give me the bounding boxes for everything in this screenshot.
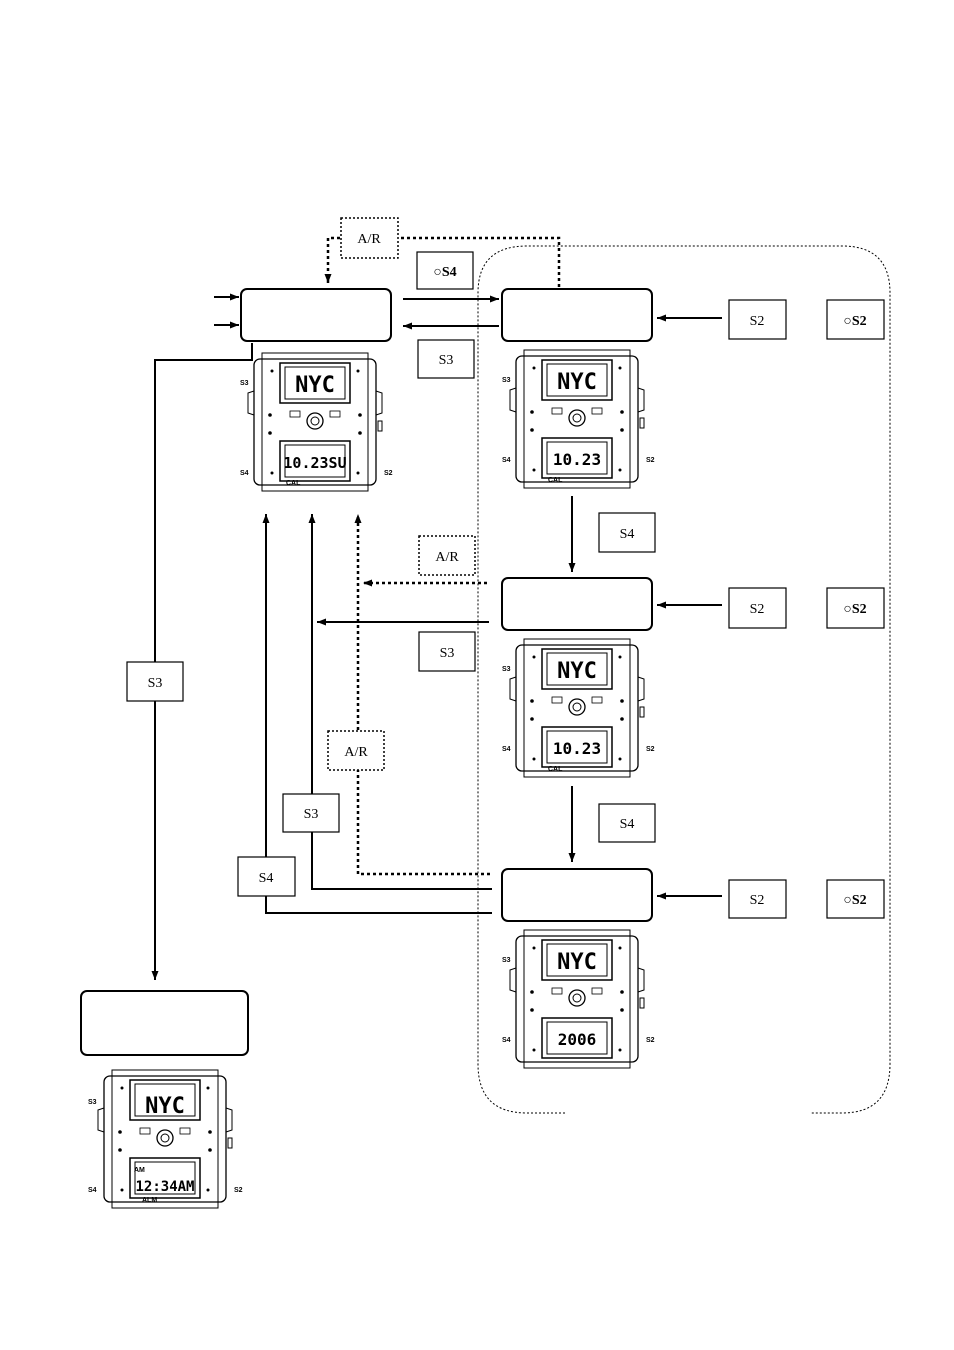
svg-text:NYC: NYC: [145, 1094, 185, 1119]
svg-text:ALM: ALM: [142, 1197, 157, 1204]
state-box-edit-2: [501, 577, 653, 631]
svg-text:NYC: NYC: [557, 950, 597, 975]
state-box-edit-3: [501, 868, 653, 922]
button-label-s2-row1: S2: [728, 299, 787, 340]
svg-text:AM: AM: [134, 1167, 145, 1174]
button-label-s2-row3: S2: [728, 879, 787, 919]
button-label-s2-row2: S2: [728, 587, 787, 629]
button-label-s3-mid: S3: [418, 631, 476, 672]
svg-text:A/R: A/R: [435, 550, 459, 565]
svg-text:A/R: A/R: [357, 232, 381, 247]
button-label-ar-top: A/R: [340, 217, 399, 259]
svg-text:S2: S2: [384, 470, 393, 477]
svg-text:S2: S2: [750, 893, 765, 908]
svg-text:○S2: ○S2: [843, 602, 866, 617]
svg-text:S4: S4: [502, 746, 511, 753]
svg-text:S4: S4: [240, 470, 249, 477]
button-label-s4-down-1: S4: [598, 512, 656, 553]
svg-text:S4: S4: [88, 1187, 97, 1194]
svg-text:○S4: ○S4: [433, 265, 456, 280]
watch-illustration-edit-3: NYC 2006 S3 S4 S2: [502, 929, 655, 1069]
svg-text:10.23: 10.23: [553, 450, 601, 469]
watch-illustration-main: NYC 10.23SU CAL S3 S4 S2: [240, 352, 393, 492]
svg-text:S3: S3: [148, 676, 163, 691]
watch-illustration-edit-2: NYC 10.23 CAL S3 S4 S2: [502, 638, 655, 778]
svg-text:NYC: NYC: [295, 373, 335, 398]
svg-text:S4: S4: [620, 527, 635, 542]
svg-text:2006: 2006: [558, 1030, 597, 1049]
svg-text:S2: S2: [646, 746, 655, 753]
svg-text:S4: S4: [620, 817, 635, 832]
button-label-ar-bottom: A/R: [327, 730, 385, 771]
svg-text:S3: S3: [440, 646, 455, 661]
svg-text:CAL: CAL: [548, 766, 563, 773]
button-label-hold-s4: ○S4: [416, 251, 474, 290]
svg-text:S3: S3: [502, 666, 511, 673]
svg-text:S2: S2: [750, 602, 765, 617]
svg-text:NYC: NYC: [557, 370, 597, 395]
svg-text:S2: S2: [646, 1037, 655, 1044]
svg-text:S4: S4: [502, 1037, 511, 1044]
button-label-ar-mid: A/R: [418, 535, 476, 576]
state-box-alarm: [80, 990, 249, 1056]
svg-text:S3: S3: [439, 353, 454, 368]
watch-illustration-edit-1: NYC 10.23 CAL S3 S4 S2: [502, 349, 655, 489]
button-label-s3-left: S3: [126, 661, 184, 702]
button-label-hold-s2-row3: ○S2: [826, 879, 885, 919]
arrow-s3-bottom: [308, 514, 492, 890]
svg-text:S2: S2: [234, 1187, 243, 1194]
svg-text:S4: S4: [259, 871, 274, 886]
svg-text:○S2: ○S2: [843, 314, 866, 329]
button-label-s4-down-2: S4: [598, 803, 656, 843]
svg-text:10.23SU: 10.23SU: [283, 454, 346, 472]
watch-illustration-alarm: NYC 12:34AM AM ALM S3 S4 S2: [88, 1069, 243, 1209]
arrow-s4-bottom: [262, 514, 492, 914]
svg-text:S3: S3: [502, 377, 511, 384]
svg-text:S2: S2: [750, 314, 765, 329]
svg-text:10.23: 10.23: [553, 739, 601, 758]
svg-text:NYC: NYC: [557, 659, 597, 684]
svg-text:12:34AM: 12:34AM: [135, 1179, 194, 1195]
button-label-hold-s2-row2: ○S2: [826, 587, 885, 629]
svg-text:○S2: ○S2: [843, 893, 866, 908]
ar-dotted-top-right: [398, 236, 561, 287]
ar-dotted-bottom: [354, 514, 490, 876]
state-box-main: [240, 288, 392, 342]
svg-text:S3: S3: [502, 957, 511, 964]
svg-text:S2: S2: [646, 457, 655, 464]
svg-text:A/R: A/R: [344, 745, 368, 760]
ar-dotted-top-left: [324, 236, 340, 283]
svg-text:CAL: CAL: [286, 480, 301, 487]
svg-text:CAL: CAL: [548, 477, 563, 484]
button-label-hold-s2-row1: ○S2: [826, 299, 885, 340]
svg-text:S3: S3: [88, 1099, 97, 1106]
button-label-s3-top: S3: [417, 339, 475, 379]
svg-text:S3: S3: [304, 807, 319, 822]
button-label-s4-bottom: S4: [237, 856, 296, 897]
svg-text:S3: S3: [240, 380, 249, 387]
svg-text:S4: S4: [502, 457, 511, 464]
state-box-edit-1: [501, 288, 653, 342]
button-label-s3-bottom: S3: [282, 793, 340, 833]
